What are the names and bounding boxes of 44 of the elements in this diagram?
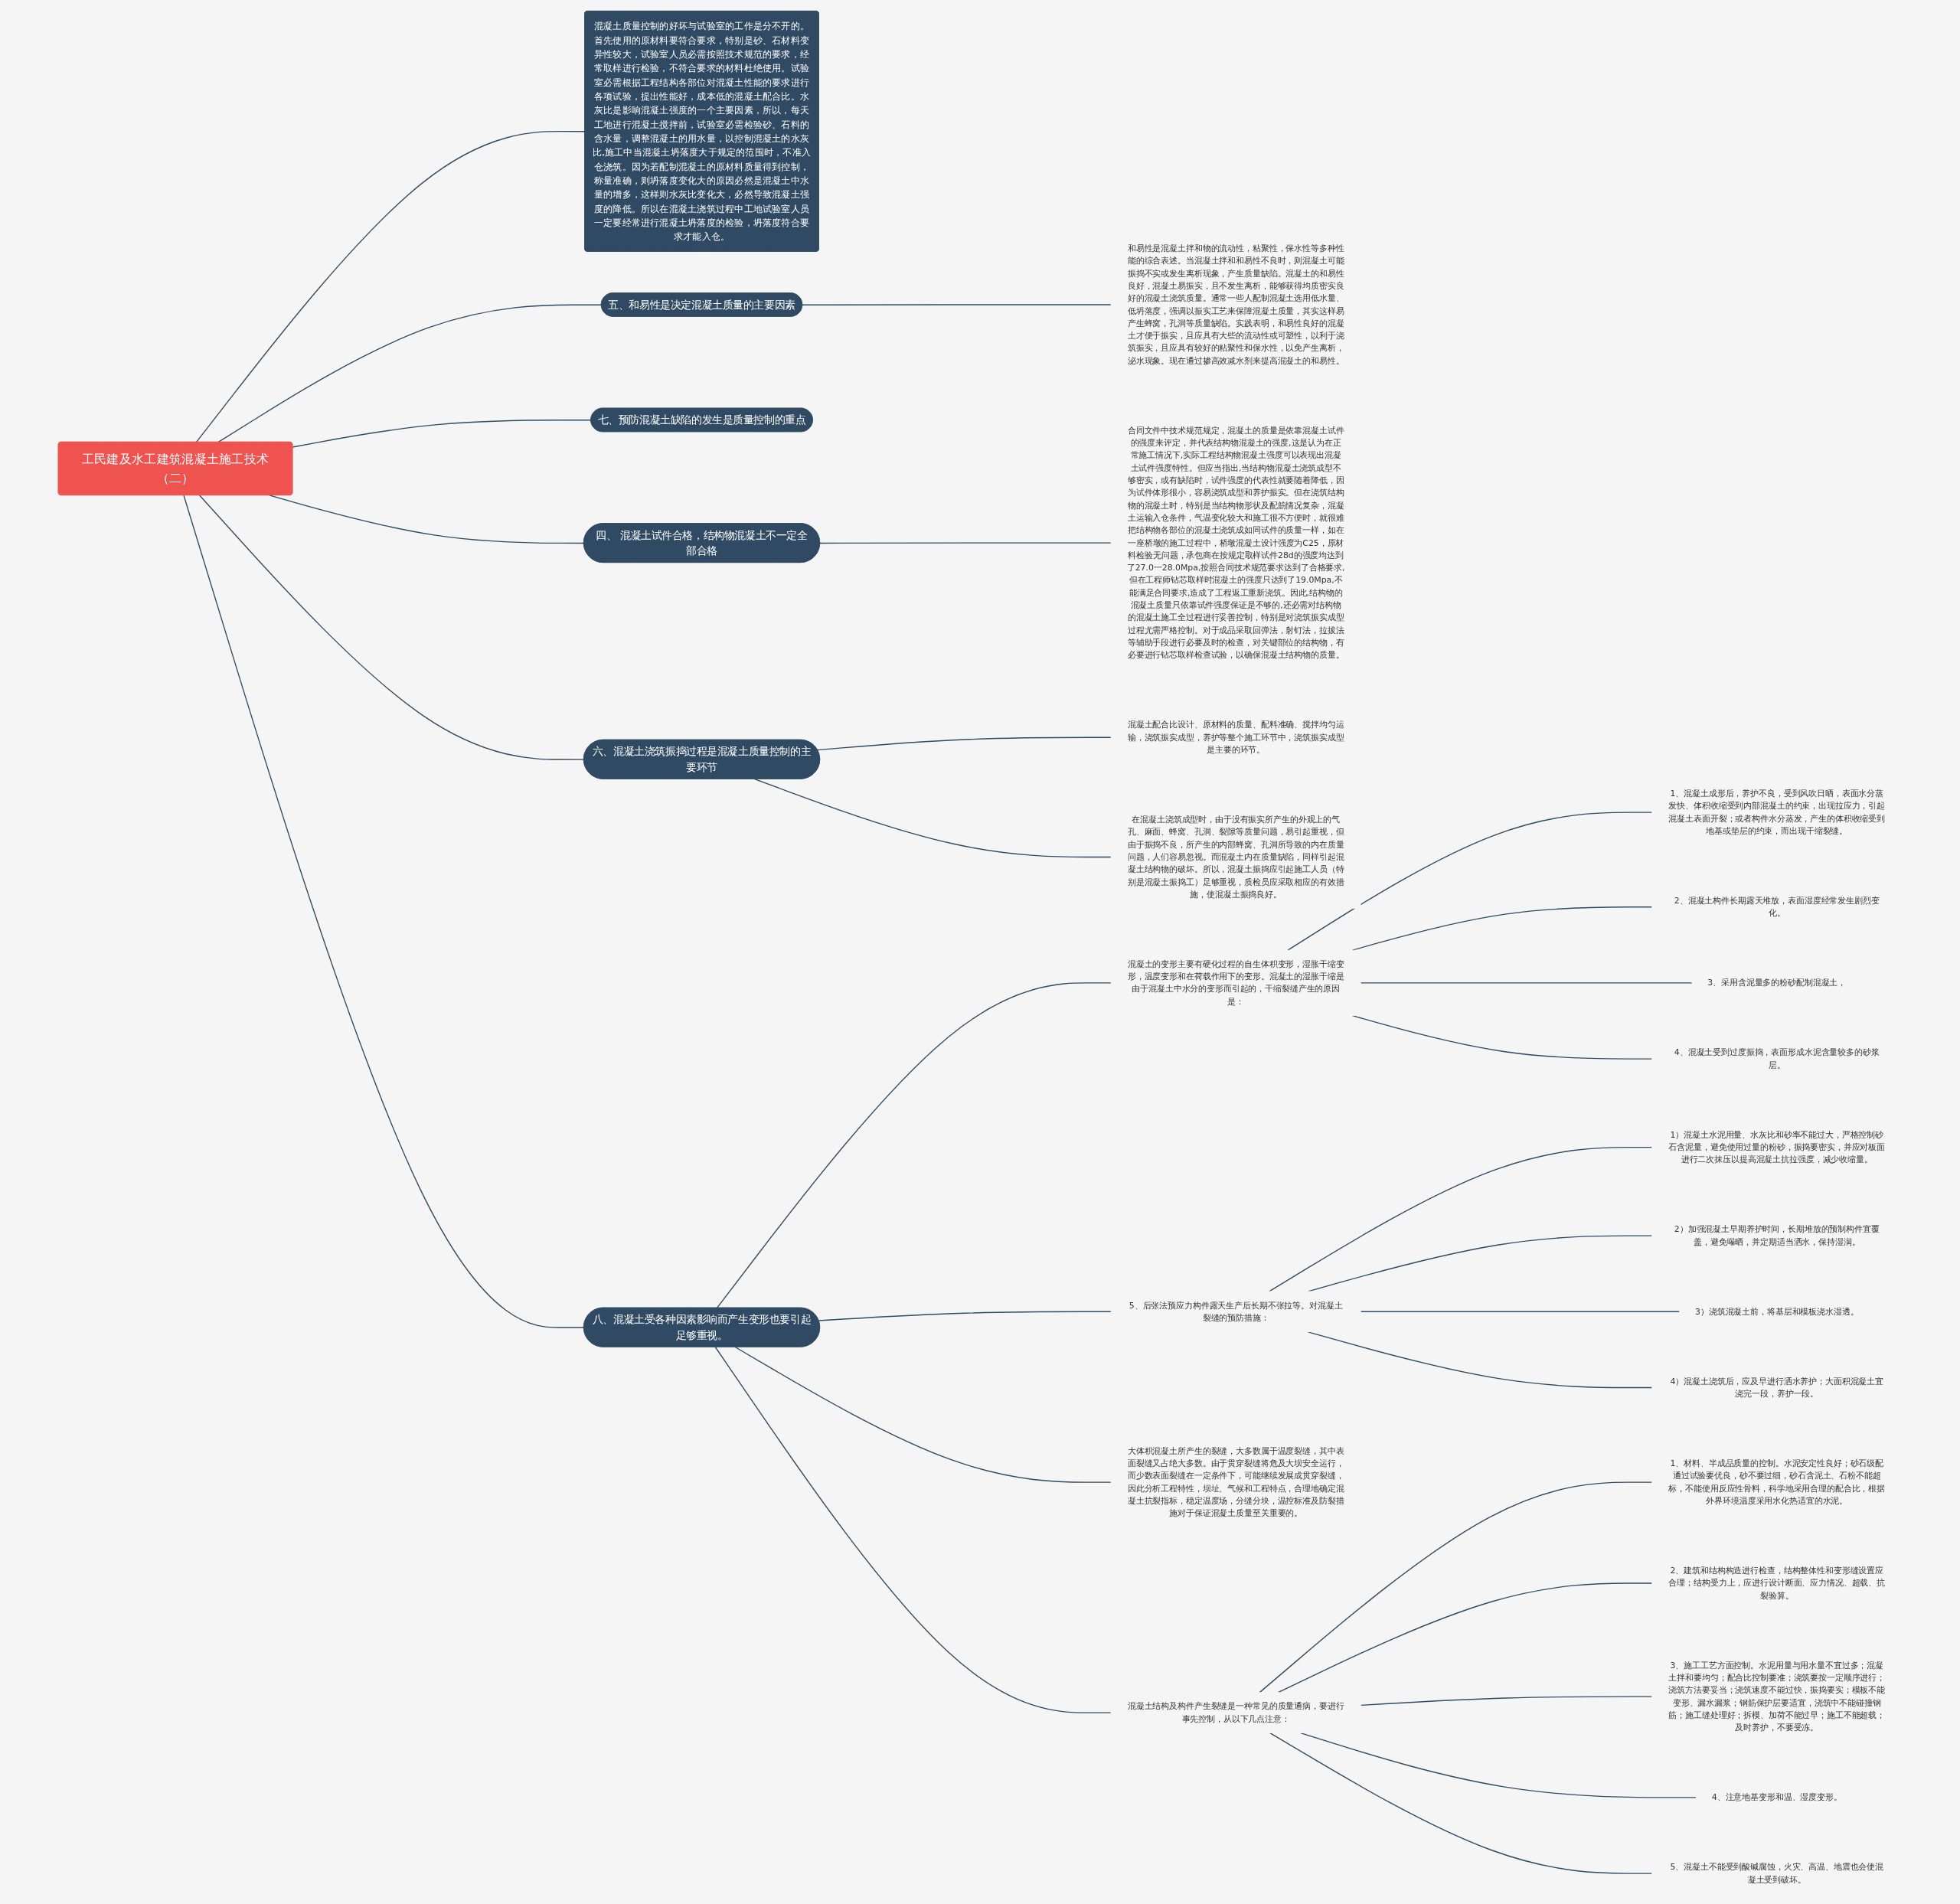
connector [734,1346,1112,1483]
node-text: 4、混凝土受到过度振捣，表面形成水泥含量较多的砂浆层。 [1674,1047,1880,1070]
connector [199,494,585,760]
connector [1269,1146,1653,1292]
node-text: 混凝土的变形主要有硬化过程的自生体积变形，湿胀干缩变形，温度变形和在荷载作用下的变形。混凝土的湿胀干缩是由于混凝土中水分的变形而引起的，干缩裂缝产生的原因是： [1127,959,1344,1006]
node-text: 2、建筑和结构构造进行检查，结构整体性和变形缝设置应合理；结构受力上，应进行设计断面、应力情况、超载、抗裂验算。 [1668,1565,1886,1600]
node-text: 2）加强混凝土早期养护时间，长期堆放的预制构件宜覆盖，避免曝晒，并定期适当洒水，保持湿润。 [1674,1223,1880,1246]
connector [1287,811,1653,951]
connector [802,303,1112,305]
connector [716,981,1112,1308]
node-text: 在混凝土浇筑成型时，由于没有振实所产生的外观上的气孔、麻面、蜂窝、孔洞、裂隙等质量问题，易引起重视，但由于振捣不良，所产生的内部蜂窝、孔洞所导致的内在质量问题，人们容易忽视。而混凝土内在质量缺陷，同样引起混凝土结构物的破坏。所以，混凝土振捣应引起施工人员（特别是混凝土振捣工）足够重视，质检员应采取相应的有效措施，使混凝土振捣良好。 [1127,814,1344,900]
node-text: 3）浇筑混凝土前，将基层和模板浇水湿透。 [1695,1306,1859,1316]
connector [1360,1695,1653,1706]
connector [714,1346,1112,1713]
connector [1300,1732,1697,1798]
connector [817,736,1112,750]
connector [1307,1331,1653,1388]
connector [269,494,585,544]
connector [1360,1311,1681,1312]
connector [818,1311,1112,1321]
connector [1277,1582,1653,1693]
connector [1360,981,1693,984]
node-text: 4）混凝土浇筑后，应及早进行洒水养护；大面积混凝土宜浇完一段，养护一段。 [1670,1376,1884,1399]
connector [1269,1732,1653,1874]
connector [183,494,585,1328]
node-text: 混凝土结构及构件产生裂缝是一种常见的质量通病，要进行事先控制，从以下几点注意： [1127,1700,1344,1723]
node-text: 混凝土配合比设计、原材料的质量、配料准确、搅拌均匀运输，浇筑振实成型，养护等整个施工环节中，浇筑振实成型是主要的环节。 [1127,719,1344,755]
node-text: 大体积混凝土所产生的裂缝，大多数属于温度裂缝，其中表面裂缝又占绝大多数。由于贯穿裂缝将危及大坝安全运行，而少数表面裂缝在一定条件下，可能继续发展成贯穿裂缝，因此分析工程特性，坝址、气候和工程特点，合理地确定混凝土抗裂指标，稳定温度场，分缝分块，温控标准及防裂措施对于保证混凝土质量至关重要的。 [1127,1445,1344,1518]
node-text: 5、混凝土不能受到酸碱腐蚀，火灾、高温、地震也会使混凝土受到破坏。 [1670,1861,1884,1884]
node-text: 4、注意地基变形和温、湿度变形。 [1711,1791,1842,1802]
node-text: 5、后张法预应力构件露天生产后长期不张拉等。对混凝土裂缝的预防措施： [1129,1299,1343,1323]
node-text: 2、混凝土构件长期露天堆放，表面湿度经常发生剧烈变化。 [1674,895,1880,918]
node-text: 合同文件中技术规范规定，混凝土的质量是依靠混凝土试件的强度来评定，并代表结构物混凝土的强度,这是认为在正常施工情况下,实际工程结构物混凝土强度可以表现出混凝土试件强度特性。但应当指出,当结构物混凝土浇筑成型不够密实，或有缺陷时，试件强度的代表性就要随着降低，因为试件体形很小，容易浇筑成型和养护振实。但在浇筑结构物的混凝土时，特别是当结构物形状及配筋情况复杂，混凝土运输入仓条件，气温变化较大和施工很不方便时，就很难把结构物各部位的混凝土浇筑成如同试件的质量一样，如在一座桥墩的施工过程中，桥墩混凝土设计强度为C25，原材料检验无问题，承包商在按规定取样试件28d的强度均达到了27.0一28.0Mpa,按照合同技术规范要求达到了合格要求,但在工程师钻芯取样时混凝土的强度只达到了19.0Mpa,不能满足合同要求,造成了工程返工重新浇筑。因此,结构物的混凝土质量只依靠试件强度保证是不够的,还必需对结构物的混凝土施工全过程进行妥善控制，特别是对浇筑振实成型过程尤需严格控制。对于成品采取回弹法，射钉法，拉拔法等辅助手段进行必要及时的检查，对关键部位的结构物，有必要进行钻芯取样检查试验，以确保混凝土结构物的质量。 [1126,425,1345,660]
connector [292,419,592,448]
connector [1259,1481,1653,1693]
node-text: 3、采用含泥量多的粉砂配制混凝土， [1707,977,1847,988]
connector [819,541,1112,544]
node-text: 1、材料、半成品质量的控制。水泥安定性良好；砂石级配通过试验要优良，砂不要过细，砂石含泥土、石粉不能超标，不能使用反应性骨料，科学地采用合理的配合比，根据外界环境温度采用水化热适宜的水泥。 [1668,1458,1886,1506]
connector [195,130,586,443]
node-text: 3、施工工艺方面控制。水泥用量与用水量不宜过多；混凝土拌和要均匀；配合比控制要准；浇筑要按一定顺序进行；浇筑方法要妥当；浇筑速度不能过快，振捣要实；模板不能变形、漏水漏浆；钢筋保护层要适宜，浇筑中不能碰撞钢筋；施工缝处理好；拆模、加荷不能过早；施工不能超载；及时养护，不要受冻。 [1668,1660,1886,1733]
node-text: 和易性是混凝土拌和物的流动性，粘聚性，保水性等多种性能的综合表述。当混凝土拌和和易性不良时，则混凝土可能振捣不实或发生离析现象，产生质量缺陷。混凝土的和易性良好，混凝土易振实，且不发生离析，能够获得均质密实良好的混凝土浇筑质量。通常一些人配制混凝土选用低水量、低坍落度，强调以振实工艺来保障混凝土质量，其实这样易产生蜂窝，孔洞等质量缺陷。实践表明，和易性良好的混凝土才便于振实，且应具有大些的流动性或可塑性，以利于浇筑振实，且应具有较好的粘聚性和保水性，以免产生离析，泌水现象。现在通过掺高效减水剂来提高混凝土的和易性。 [1127,243,1344,365]
connector [753,778,1112,857]
node-text: 1）混凝土水泥用量、水灰比和砂率不能过大，严格控制砂石含泥量，避免使用过量的粉砂，振捣要密实，并应对板面进行二次抹压以提高混凝土抗拉强度，减少收缩量。 [1668,1129,1886,1164]
node-text: 1、混凝土成形后，养护不良，受到风吹日晒，表面水分蒸发快、体积收缩受到内部混凝土的约束，出现拉应力，引起混凝土表面开裂；或者构件水分蒸发，产生的体积收缩受到地基或垫层的约束，而出现干缩裂缝。 [1668,788,1886,836]
